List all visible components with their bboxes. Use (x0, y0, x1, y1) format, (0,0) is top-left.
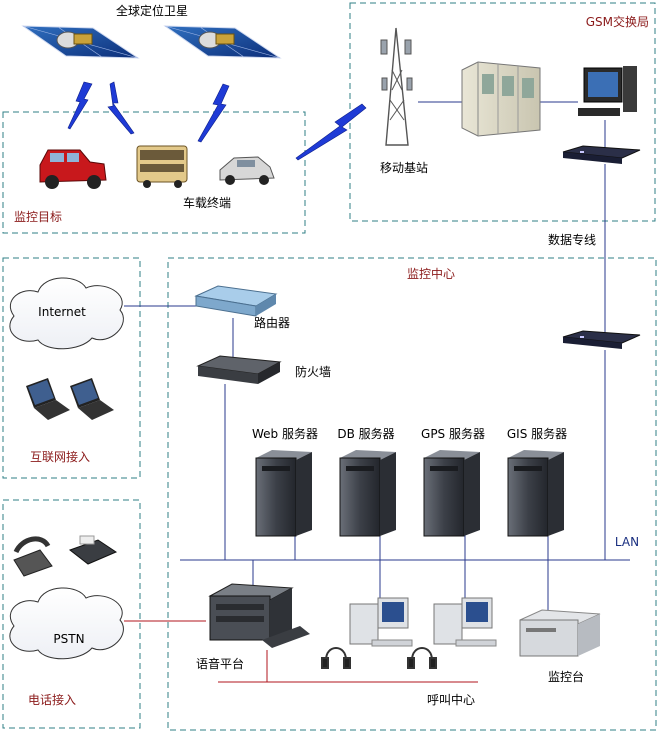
db-server-icon (339, 450, 396, 537)
laptop-icon (70, 378, 114, 420)
label-vehicle-terminal: 车载终端 (183, 195, 231, 210)
lightning-icon (107, 81, 135, 135)
monitor-desk-icon (519, 609, 601, 657)
label-db-server: DB 服务器 (337, 426, 394, 441)
label-monitor-target: 监控目标 (14, 210, 62, 224)
label-gps-server: GPS 服务器 (421, 426, 485, 441)
label-voice-platform: 语音平台 (196, 656, 244, 671)
network-lines (124, 101, 630, 683)
zone-internet-access (2, 257, 141, 479)
satellite-icon (21, 25, 140, 59)
label-internet-access: 互联网接入 (30, 449, 90, 464)
router-icon (194, 285, 278, 317)
label-call-center: 呼叫中心 (427, 692, 475, 707)
bus-icon (136, 145, 188, 188)
label-base-station: 移动基站 (380, 161, 428, 175)
zone-phone-access (2, 499, 141, 729)
lightning-icon (295, 103, 367, 161)
call-center-pc-icon (433, 597, 497, 647)
label-firewall: 防火墙 (295, 364, 331, 379)
label-pstn: PSTN (53, 632, 84, 646)
label-monitor-desk: 监控台 (548, 669, 584, 684)
label-data-line: 数据专线 (548, 232, 596, 247)
lightning-icon (197, 83, 230, 143)
jeep-icon (39, 149, 107, 189)
zone-gsm-exchange (349, 2, 656, 222)
call-center-pc-icon (349, 597, 413, 647)
headset-icon (321, 647, 351, 669)
label-web-server: Web 服务器 (252, 426, 318, 441)
cell-tower-icon (380, 27, 413, 146)
modem-icon (562, 330, 641, 349)
modem-icon (562, 145, 641, 164)
label-gis-server: GIS 服务器 (507, 426, 567, 441)
exchange-cabinet-icon (461, 61, 541, 137)
web-server-icon (255, 450, 312, 537)
wireless-links (67, 81, 367, 161)
zone-monitor-center (167, 257, 657, 731)
desktop-computer-icon (578, 66, 637, 116)
laptop-icon (26, 378, 70, 420)
telephone-icon (13, 536, 53, 577)
label-satellite: 全球定位卫星 (116, 3, 188, 18)
label-monitor-center: 监控中心 (407, 266, 455, 281)
label-lan: LAN (615, 535, 639, 549)
label-router: 路由器 (254, 315, 290, 330)
headset-icon (407, 647, 437, 669)
pstn-cloud-icon (9, 587, 124, 660)
label-gsm-exchange: GSM交换局 (586, 14, 649, 29)
voice-platform-icon (208, 583, 310, 648)
car-icon (219, 156, 275, 185)
firewall-icon (196, 355, 282, 384)
satellite-icon (163, 25, 282, 59)
internet-cloud-icon (9, 277, 124, 350)
label-phone-access: 电话接入 (28, 692, 76, 707)
zone-monitor-target (2, 111, 306, 234)
fax-icon (68, 535, 118, 565)
gps-server-icon (423, 450, 480, 537)
gis-server-icon (507, 450, 564, 537)
label-internet: Internet (38, 305, 86, 319)
lightning-icon (67, 81, 93, 130)
